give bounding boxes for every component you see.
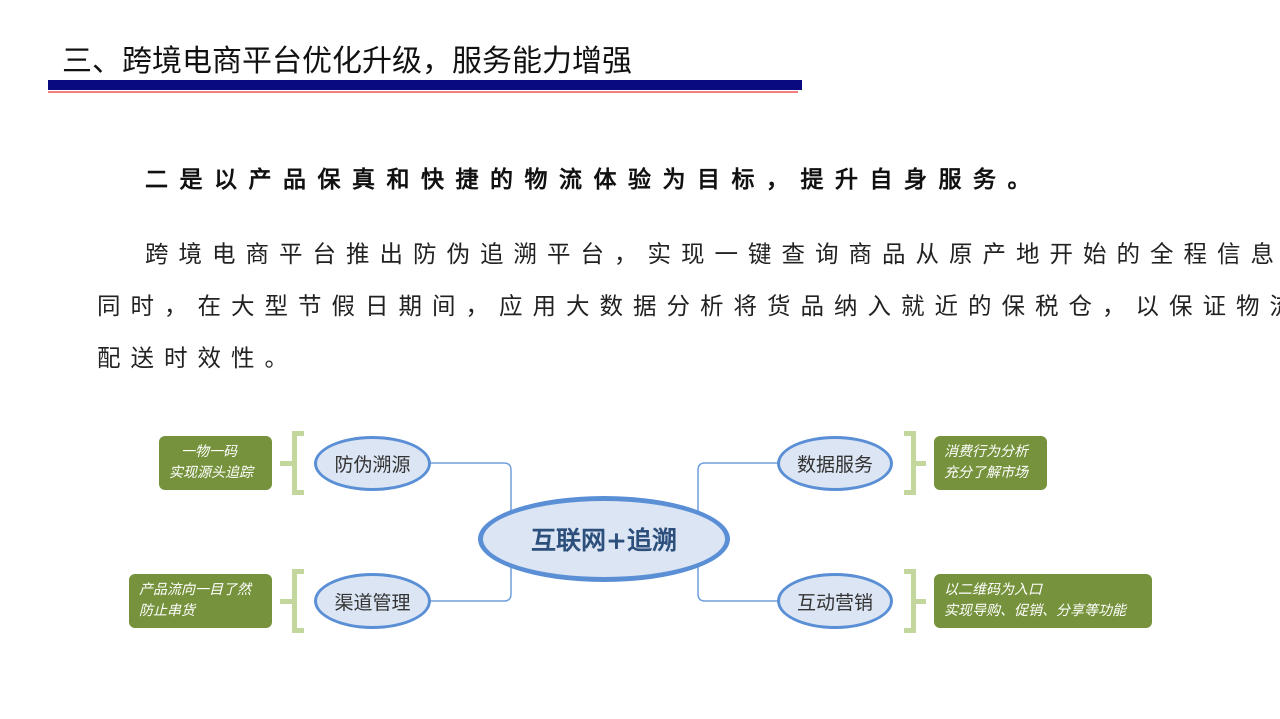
note-line: 一物一码 (181, 444, 237, 460)
note-line: 充分了解市场 (944, 465, 1028, 481)
note-line: 产品流向一目了然 (139, 582, 251, 598)
note-line: 消费行为分析 (944, 444, 1028, 460)
connector-bottom-left (430, 565, 512, 602)
subheading: 二是以产品保真和快捷的物流体验为目标，提升自身服务。 (145, 167, 1042, 193)
note-box: 产品流向一目了然 防止串货 (129, 574, 272, 628)
node-interactive-marketing: 互动营销 (777, 573, 893, 629)
bracket (292, 431, 304, 495)
bracket-stub (280, 599, 292, 604)
note-line: 实现导购、促销、分享等功能 (944, 603, 1126, 619)
body-line: 同时，在大型节假日期间，应用大数据分析将货品纳入就近的保税仓，以保证物流 (97, 292, 1280, 320)
connector-top-left (430, 462, 512, 512)
node-anti-counterfeit: 防伪溯源 (314, 436, 431, 491)
node-channel-management: 渠道管理 (314, 573, 431, 629)
note-line: 以二维码为入口 (944, 582, 1042, 598)
connector-bottom-right (697, 565, 778, 602)
bracket-stub (914, 461, 926, 466)
body-line: 配送时效性。 (97, 344, 298, 372)
node-data-service: 数据服务 (777, 436, 893, 491)
bracket (292, 569, 304, 633)
bracket-stub (914, 599, 926, 604)
note-line: 防止串货 (139, 603, 195, 619)
connector-top-right (697, 462, 778, 512)
title-accent-line (48, 91, 798, 93)
body-line: 跨境电商平台推出防伪追溯平台，实现一键查询商品从原产地开始的全程信息； (145, 240, 1280, 268)
slide-title: 三、跨境电商平台优化升级，服务能力增强 (62, 44, 632, 79)
bracket (904, 569, 916, 633)
bracket-stub (280, 461, 292, 466)
note-line: 实现源头追踪 (169, 465, 253, 481)
note-box: 以二维码为入口 实现导购、促销、分享等功能 (934, 574, 1152, 628)
title-underline (48, 80, 802, 90)
center-node: 互联网+追溯 (478, 496, 730, 582)
note-box: 一物一码 实现源头追踪 (159, 436, 272, 490)
bracket (904, 431, 916, 495)
note-box: 消费行为分析 充分了解市场 (934, 436, 1047, 490)
